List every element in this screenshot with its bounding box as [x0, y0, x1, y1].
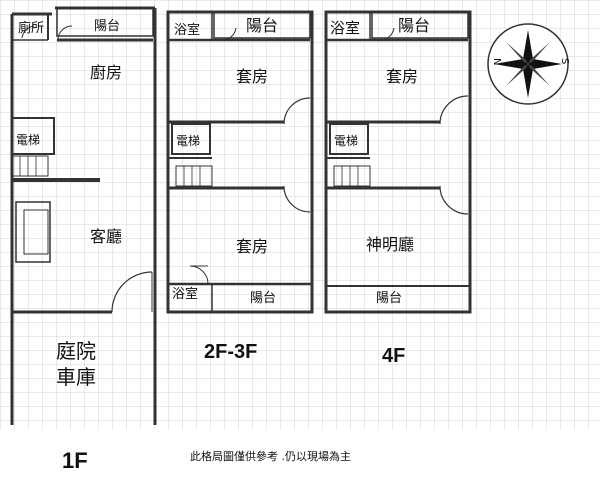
compass-icon: [487, 23, 569, 105]
room-label-living-room: 客廳: [90, 227, 122, 246]
floor-label-4f: 4F: [382, 345, 405, 367]
floor-1-plan: [10, 6, 157, 425]
room-label-bath-bottom-2f: 浴室: [172, 286, 198, 302]
room-label-elevator-4f: 電梯: [334, 134, 358, 148]
room-label-balcony-bottom-4f: 陽台: [376, 291, 402, 306]
room-label-bath-4f: 浴室: [330, 19, 360, 37]
room-label-kitchen: 廚房: [90, 63, 122, 82]
floor-label-1f: 1F: [62, 448, 88, 473]
room-label-elevator-2f: 電梯: [176, 134, 200, 148]
room-label-yard: 庭院: [56, 339, 96, 363]
floor-4-plan: [324, 10, 472, 314]
room-label-garage: 車庫: [56, 365, 96, 389]
room-label-toilet: 廁所: [18, 20, 44, 36]
floor-2-3-plan: [166, 10, 314, 314]
room-label-balcony-top-2f: 陽台: [246, 16, 278, 35]
room-label-suite-bottom-2f: 套房: [236, 237, 268, 256]
disclaimer-note: 此格局圖僅供參考 .仍以現場為主: [190, 449, 351, 463]
compass-south-label: S: [559, 58, 570, 64]
room-label-elevator-1f: 電梯: [16, 133, 40, 147]
room-label-balcony-1f: 陽台: [94, 19, 120, 34]
compass-north-label: N: [491, 58, 502, 65]
room-label-bath-top-2f: 浴室: [174, 22, 200, 38]
floor-label-2f-3f: 2F-3F: [204, 341, 257, 363]
room-label-suite-4f: 套房: [386, 67, 418, 86]
room-label-shrine-hall: 神明廳: [366, 235, 414, 254]
room-label-balcony-bottom-2f: 陽台: [250, 291, 276, 306]
room-label-balcony-top-4f: 陽台: [398, 16, 430, 35]
room-label-suite-top-2f: 套房: [236, 67, 268, 86]
